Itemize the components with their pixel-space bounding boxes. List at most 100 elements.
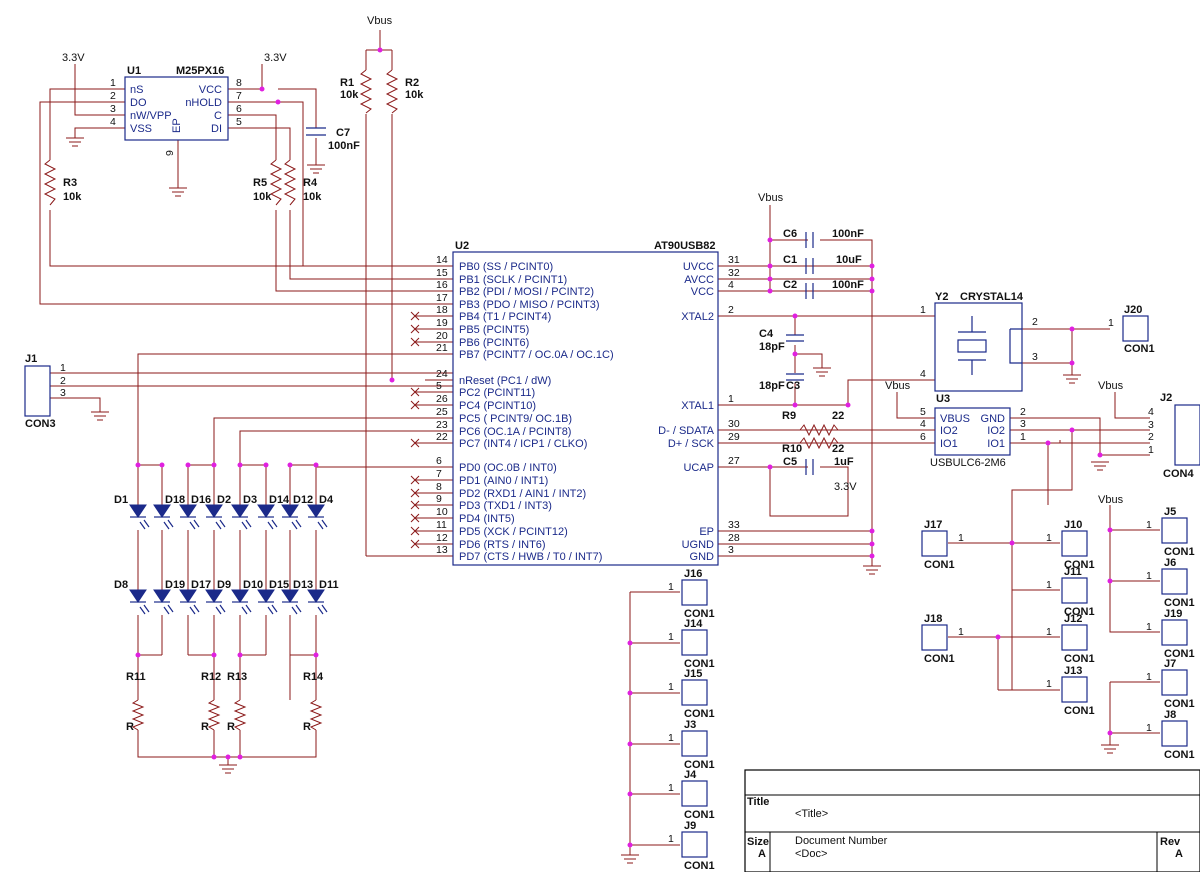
con1-value: CON1 [1164, 648, 1195, 660]
led-d14: D14 [257, 494, 290, 530]
c1-value: 10uF [836, 254, 862, 266]
con1-ref: J9 [684, 820, 696, 832]
con1-ref: J12 [1064, 613, 1082, 625]
rev-label: Rev [1160, 836, 1181, 848]
con1-pin-num: 1 [1046, 626, 1052, 638]
u2-pin-name: D- / SDATA [658, 425, 714, 437]
con1-ref: J4 [684, 769, 697, 781]
led-triangle [281, 589, 299, 603]
title-block: Title <Title> Size A Document Number <Do… [744, 769, 1200, 872]
con1-pin-num: 1 [668, 681, 674, 693]
led-d19: D19 [153, 579, 185, 615]
con1-value: CON1 [684, 809, 715, 821]
con1-pin-num: 1 [668, 732, 674, 744]
u1-pin-name: VCC [199, 84, 222, 96]
r4-value: 10k [303, 191, 322, 203]
u2-pin-num: 29 [728, 431, 740, 443]
con1-value: CON1 [1164, 546, 1195, 558]
vbus-label-u3: Vbus [885, 380, 911, 392]
vbus-label-j5: Vbus [1098, 494, 1124, 506]
no-connect-markers [410, 311, 420, 549]
nc-mark [410, 438, 420, 448]
con1-value: CON1 [1064, 559, 1095, 571]
u1-pin-num: 5 [236, 116, 242, 128]
u2-pin-num: 14 [436, 254, 448, 266]
r13-ref: R13 [227, 671, 247, 683]
con1-pin-num: 1 [1146, 722, 1152, 734]
u2-pin-stubs [415, 265, 453, 557]
led-ref: D8 [114, 579, 128, 591]
y2-part: CRYSTAL14 [960, 291, 1024, 303]
u3-pin-name: IO2 [940, 425, 958, 437]
r12-ref: R12 [201, 671, 221, 683]
nc-mark [410, 400, 420, 410]
con1-value: CON1 [684, 608, 715, 620]
u1-pin-name: VSS [130, 123, 152, 135]
led-emission [267, 604, 278, 615]
u1-ep-num: 9 [164, 150, 176, 156]
j20-pin: 1 [1108, 317, 1114, 329]
led-d18: D18 [153, 494, 185, 530]
con1-pin-num: 1 [1146, 570, 1152, 582]
y2-ref: Y2 [935, 291, 948, 303]
u2-pin-name: PB4 (T1 / PCINT4) [459, 311, 551, 323]
led-triangle [205, 504, 223, 518]
u3-pin-num: 1 [1020, 431, 1026, 443]
con1-pin-num: 1 [668, 782, 674, 794]
con1-ref: J8 [1164, 709, 1176, 721]
j2-pin2: 2 [1148, 431, 1154, 443]
y2-pin2: 2 [1032, 316, 1038, 328]
u1-pin-name: DI [211, 123, 222, 135]
u1-pin-num: 3 [110, 103, 116, 115]
j20-ref: J20 [1124, 304, 1142, 316]
u2-ref: U2 [455, 240, 469, 252]
con1-box [681, 579, 708, 606]
title-label: Title [747, 796, 769, 808]
led-emission [267, 519, 278, 530]
c6-ref: C6 [783, 228, 797, 240]
led-d8: D8 [114, 579, 150, 615]
u2-pin-num: 16 [436, 279, 448, 291]
u2-pin-num: 27 [728, 455, 740, 467]
nc-mark [410, 324, 420, 334]
junctions [135, 47, 1113, 848]
con1-value: CON1 [1164, 597, 1195, 609]
con1-ref: J18 [924, 613, 942, 625]
u2-pin-name: PB5 (PCINT5) [459, 324, 529, 336]
led-emission [215, 519, 226, 530]
led-d9: D9 [205, 579, 231, 615]
con1-pin-num: 1 [1146, 621, 1152, 633]
vbus-label-j2: Vbus [1098, 380, 1124, 392]
led-d15: D15 [257, 579, 289, 615]
u2-pin-num: 5 [436, 380, 442, 392]
u1-pin-num: 1 [110, 77, 116, 89]
led-emission [215, 604, 226, 615]
u3-pin-num: 2 [1020, 406, 1026, 418]
v33-label-ucap: 3.3V [834, 481, 857, 493]
j2-pin4: 4 [1148, 406, 1154, 418]
size-value: A [758, 848, 766, 860]
u2-pin-name: PC6 (OC.1A / PCINT8) [459, 426, 571, 438]
u1-pin-num: 4 [110, 116, 116, 128]
u2-pin-num: 8 [436, 481, 442, 493]
led-ref: D19 [165, 579, 185, 591]
led-ref: D14 [269, 494, 290, 506]
u2-pin-name: PD7 (CTS / HWB / T0 / INT7) [459, 551, 602, 563]
con1-box [681, 730, 708, 757]
led-emission [317, 519, 328, 530]
r4-ref: R4 [303, 177, 318, 189]
nc-mark [410, 387, 420, 397]
c2-value: 100nF [832, 279, 864, 291]
con1-ref: J19 [1164, 608, 1182, 620]
u3-pin-num: 4 [920, 418, 926, 430]
j1-body [24, 365, 51, 417]
led-d3: D3 [231, 494, 257, 530]
u2-pin-name: PB1 (SCLK / PCINT1) [459, 274, 567, 286]
u2-pin-num: 7 [436, 468, 442, 480]
u3-part: USBULC6-2M6 [930, 457, 1006, 469]
